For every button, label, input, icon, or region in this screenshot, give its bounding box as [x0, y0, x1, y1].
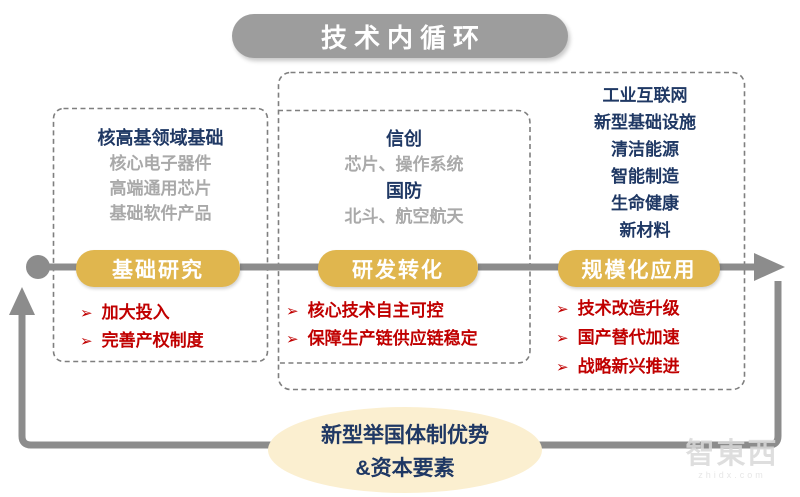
right-box-item: 新型基础设施 [594, 113, 696, 132]
stage-pill-label: 研发转化 [352, 258, 444, 282]
middle-box-item: 芯片、操作系统 [344, 155, 464, 174]
measure-text: 加大投入 [101, 303, 170, 322]
flow-arrowhead-icon [754, 253, 785, 281]
left-box-item: 基础软件产品 [109, 204, 212, 223]
title-pill: 技术内循环 [232, 14, 568, 58]
right-box-item: 工业互联网 [602, 86, 688, 105]
arrow-bullet-icon: ➢ [556, 301, 569, 318]
measure-text: 国产替代加速 [577, 328, 680, 347]
measure-text: 保障生产链供应链稳定 [307, 329, 478, 348]
measure-item: ➢ 保障生产链供应链稳定 [286, 325, 478, 353]
page-title: 技术内循环 [320, 22, 486, 53]
arrow-bullet-icon: ➢ [556, 330, 569, 347]
left-dashed-box [52, 107, 269, 363]
feedback-ellipse: 新型举国体制优势 &资本要素 [268, 407, 542, 493]
arrow-bullet-icon: ➢ [80, 333, 93, 350]
arrow-bullet-icon: ➢ [80, 305, 93, 322]
left-box-content: 核高基领域基础 核心电子器件 高端通用芯片 基础软件产品 [53, 126, 268, 226]
measure-text: 战略新兴推进 [577, 357, 680, 376]
right-box-content: 工业互联网 新型基础设施 清洁能源 智能制造 生命健康 新材料 [545, 82, 745, 244]
measure-item: ➢ 完善产权制度 [80, 327, 204, 355]
measure-list-scaled-application: ➢ 技术改造升级 ➢ 国产替代加速 ➢ 战略新兴推进 [556, 295, 680, 382]
middle-box-heading: 信创 [386, 129, 422, 149]
measure-text: 完善产权制度 [101, 331, 204, 350]
left-box-heading: 核高基领域基础 [97, 128, 224, 148]
measure-item: ➢ 技术改造升级 [556, 295, 680, 324]
stage-pill-basic-research: 基础研究 [76, 250, 240, 287]
measure-item: ➢ 战略新兴推进 [556, 353, 680, 382]
left-box-item: 核心电子器件 [109, 154, 212, 173]
stage-pill-rd-transformation: 研发转化 [318, 250, 478, 287]
measure-text: 核心技术自主可控 [307, 301, 444, 320]
measure-item: ➢ 核心技术自主可控 [286, 297, 478, 325]
stage-pill-label: 基础研究 [112, 258, 204, 282]
arrow-bullet-icon: ➢ [286, 331, 299, 348]
right-box-item: 生命健康 [611, 194, 679, 213]
stage-pill-scaled-application: 规模化应用 [558, 250, 720, 287]
arrow-bullet-icon: ➢ [286, 303, 299, 320]
watermark-logo: 智東西 [685, 438, 779, 470]
middle-box-heading: 国防 [386, 181, 422, 201]
right-box-item: 清洁能源 [611, 140, 679, 159]
measure-item: ➢ 国产替代加速 [556, 324, 680, 353]
feedback-arrowhead-icon [9, 287, 35, 315]
outer-dashed-box [277, 71, 746, 391]
right-box-item: 智能制造 [611, 167, 679, 186]
middle-dashed-box [278, 109, 531, 364]
feedback-ellipse-line1: 新型举国体制优势 [321, 423, 489, 447]
middle-box-item: 北斗、航空航天 [344, 207, 464, 226]
watermark-domain: zhidx.com [698, 470, 766, 480]
stage-pill-label: 规模化应用 [581, 258, 697, 282]
right-box-item: 新材料 [619, 221, 671, 240]
measure-list-basic-research: ➢ 加大投入 ➢ 完善产权制度 [80, 299, 204, 355]
measure-text: 技术改造升级 [577, 299, 680, 318]
watermark: 智東西 zhidx.com [664, 438, 800, 480]
measure-item: ➢ 加大投入 [80, 299, 204, 327]
flow-start-dot [26, 255, 50, 279]
measure-list-rd-transformation: ➢ 核心技术自主可控 ➢ 保障生产链供应链稳定 [286, 297, 478, 353]
middle-box-content: 信创 芯片、操作系统 国防 北斗、航空航天 [278, 126, 530, 230]
feedback-ellipse-line2: &资本要素 [355, 456, 455, 480]
left-box-item: 高端通用芯片 [109, 179, 212, 198]
arrow-bullet-icon: ➢ [556, 359, 569, 376]
